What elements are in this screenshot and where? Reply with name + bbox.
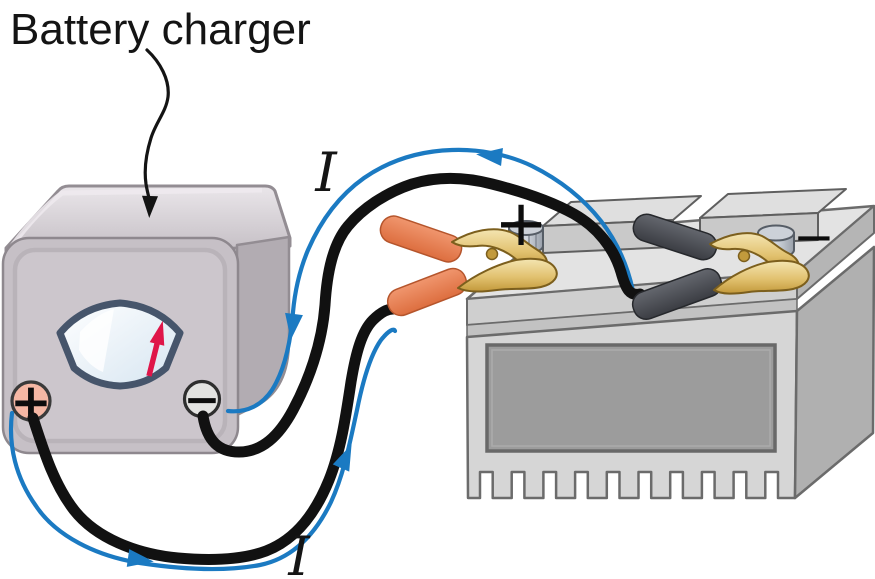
charger: + − (1, 184, 292, 455)
current-arrow-return-line (225, 147, 636, 414)
current-label-top: I (314, 141, 338, 204)
out-arrowhead-up-icon (332, 444, 352, 472)
pointer-arrowhead-icon (142, 195, 158, 218)
battery-side-face (793, 245, 875, 500)
negative-clip-upper-handle (632, 213, 718, 261)
positive-clip-lower-handle (386, 267, 468, 317)
charger-side-face (235, 235, 291, 417)
negative-clip-lower-jaw (713, 259, 810, 295)
current-label-bottom: I (287, 525, 311, 579)
current-arrow-return (225, 147, 636, 414)
negative-cable (197, 172, 646, 458)
negative-clip-hinge-icon (737, 249, 751, 263)
return-arrowhead-down-icon (285, 312, 303, 340)
positive-cable (27, 303, 399, 566)
battery-positive-label: + (494, 187, 548, 261)
out-arrowhead-right-icon (126, 549, 154, 567)
pointer-arrow (142, 48, 170, 218)
positive-clip-upper-handle (379, 215, 463, 263)
meter-glass-highlight (79, 309, 114, 372)
negative-post-top (757, 224, 795, 242)
battery-negative-label: − (793, 208, 835, 266)
current-arrow-out-line (8, 327, 398, 572)
analog-meter (56, 299, 184, 390)
positive-clip-lower-jaw (457, 257, 558, 293)
positive-post-top (508, 220, 544, 236)
battery-recessed-panel (485, 343, 777, 453)
return-arrowhead-left-icon (476, 148, 503, 166)
negative-clip (631, 213, 810, 320)
battery-ledge-side (796, 205, 875, 300)
current-arrow-out (8, 327, 398, 572)
pointer-arrow-line (143, 48, 170, 200)
figure-title: Battery charger (10, 5, 311, 54)
meter-needle (146, 320, 165, 377)
charger-top-highlight (9, 187, 263, 248)
negative-clip-lower-handle (631, 268, 723, 320)
battery-panel-inner-line (491, 349, 771, 447)
positive-clip-hinge-icon (485, 247, 499, 261)
positive-clip (379, 215, 558, 317)
